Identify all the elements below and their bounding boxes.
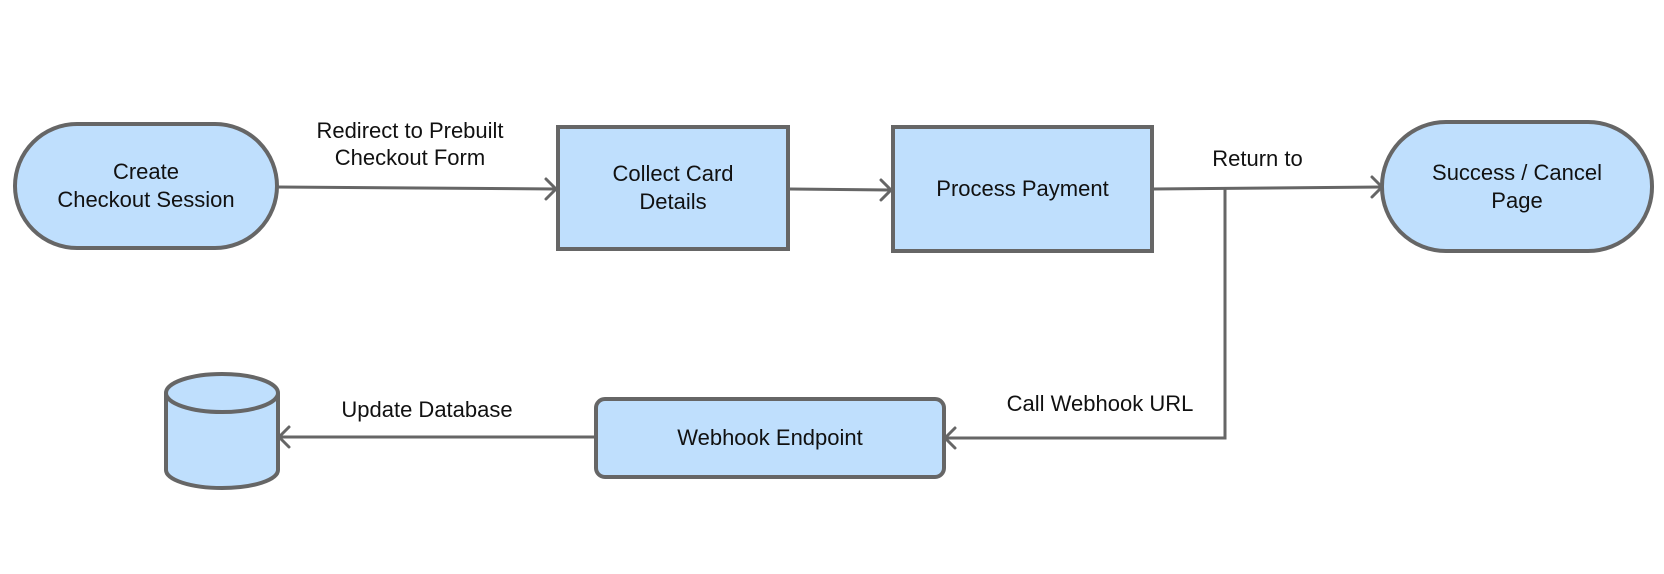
node-collect-card-details [556,125,790,251]
edge-label-return-to: Return to [1212,146,1303,171]
node-label-webhook-endpoint: Webhook Endpoint [677,425,863,450]
edge-redirect-line [276,185,557,191]
node-label-process-payment: Process Payment [936,176,1109,201]
node-process-payment [891,125,1154,253]
edge-label-update-database: Update Database [341,397,513,422]
node-create-checkout-session [13,122,279,250]
node-label-create-checkout-session: Create Checkout Session [57,159,235,212]
edge-collect-to-process-line [789,187,892,192]
node-webhook-endpoint [594,397,946,479]
node-label-success-cancel-page: Success / Cancel Page [1432,159,1602,213]
edge-call-webhook-line [945,189,1227,440]
edge-label-call-webhook: Call Webhook URL [1006,391,1194,416]
database-icon [164,372,280,490]
edge-return-to-line [1151,185,1383,191]
edge-label-redirect: Redirect to Prebuilt Checkout Form [316,118,504,170]
node-label-collect-card-details: Collect Card Details [612,161,734,214]
node-success-cancel-page [1380,120,1654,253]
